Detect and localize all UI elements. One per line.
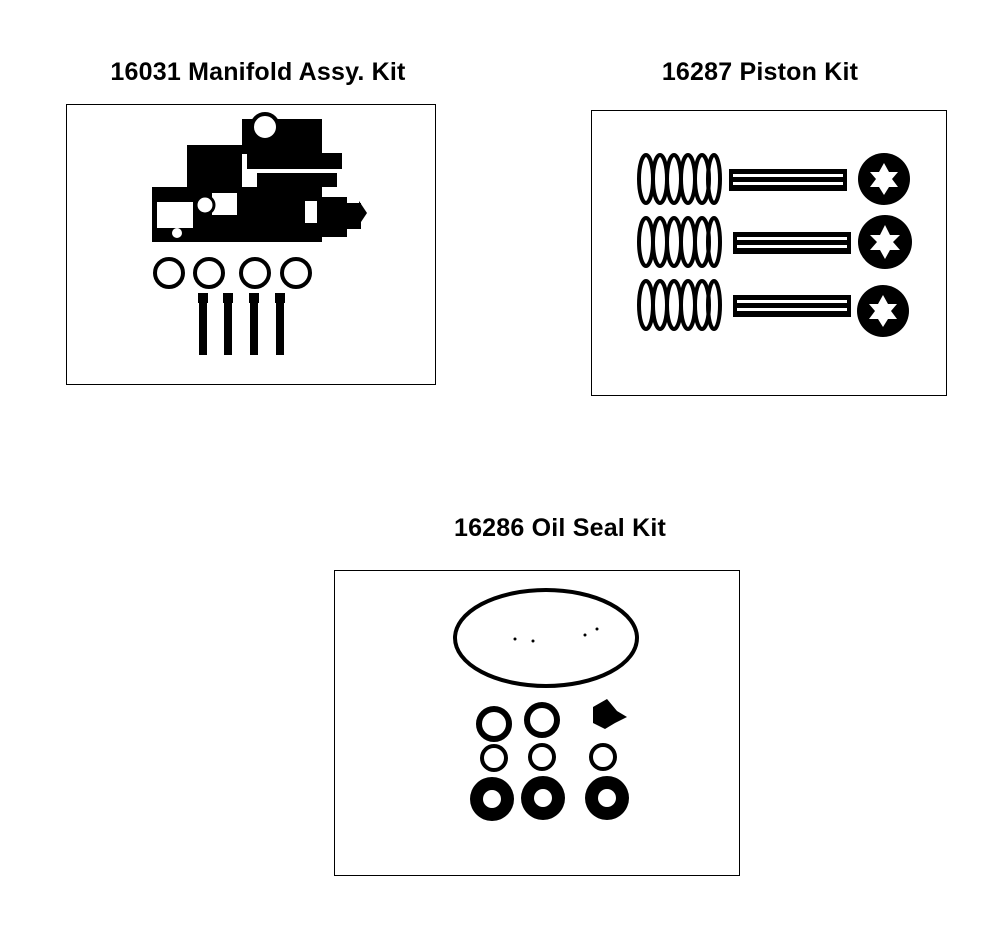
manifold-kit-title: 16031 Manifold Assy. Kit <box>110 58 406 86</box>
manifold-kit-image <box>66 104 436 385</box>
piston-kit-image <box>591 110 947 396</box>
piston-kit-title: 16287 Piston Kit <box>661 58 859 86</box>
oil-seal-kit-image <box>334 570 740 876</box>
oil-seal-kit-icon <box>453 588 639 821</box>
piston-kit-icon <box>637 153 912 337</box>
oil-seal-kit-title: 16286 Oil Seal Kit <box>453 514 667 542</box>
manifold-assembly-icon <box>152 112 367 355</box>
